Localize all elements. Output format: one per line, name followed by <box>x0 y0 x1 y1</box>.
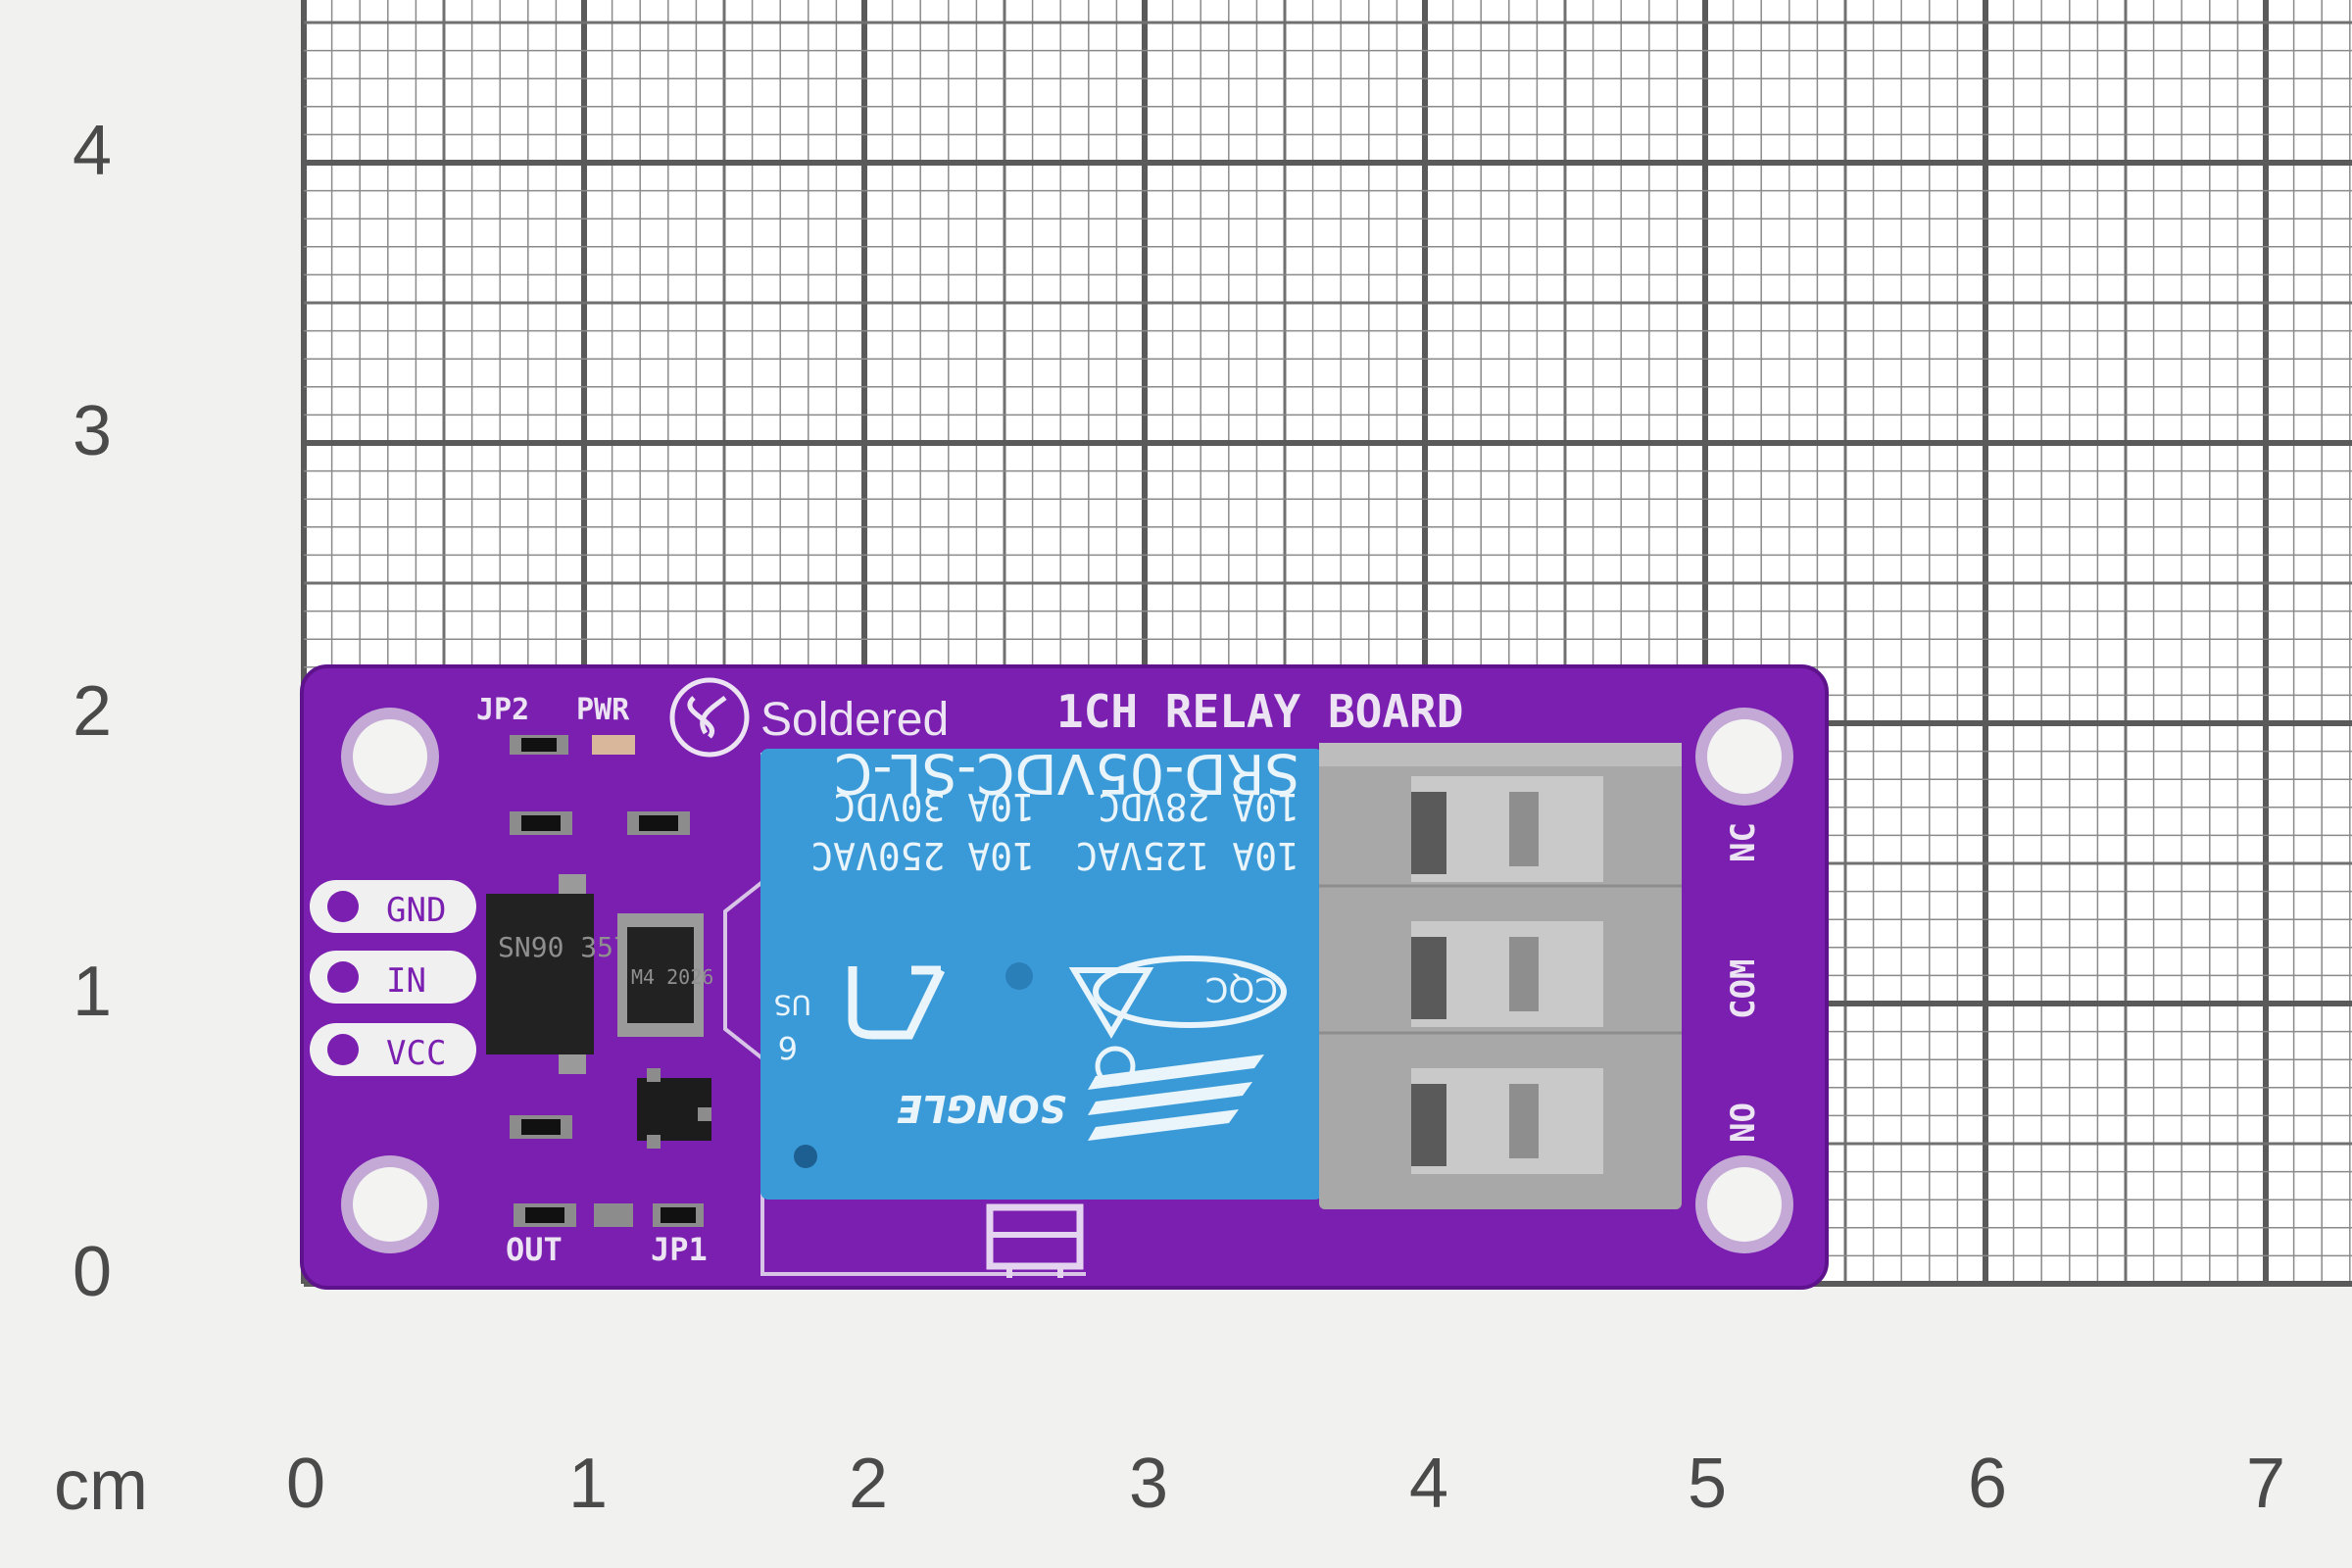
x-label-6: 6 <box>1968 1445 2008 1523</box>
y-label-0: 0 <box>73 1233 113 1311</box>
relay: SRD-05VDC-SL-C 10A 250VAC 10A 125VAC 10A… <box>760 741 1323 1200</box>
jp1-label: JP1 <box>651 1231 708 1268</box>
relay-rating-3: 10A 30VDC <box>833 785 1035 828</box>
diode: M4 2026 <box>617 913 713 1037</box>
relay-mark-6: 6 <box>778 1029 798 1066</box>
pin-label-in: IN <box>386 961 426 1001</box>
terminal-label-com: COM <box>1724 959 1763 1019</box>
brand-text: Soldered <box>760 694 949 746</box>
relay-mark-cqc: CQC <box>1205 969 1278 1008</box>
relay-body <box>760 749 1323 1200</box>
cqc-mark-icon <box>1093 956 1287 1028</box>
relay-mark-us: US <box>774 989 811 1021</box>
relay-dot <box>1005 962 1033 990</box>
x-label-0: 0 <box>286 1445 326 1523</box>
ul-mark-icon <box>848 965 946 1040</box>
relay-dot <box>794 1145 817 1168</box>
y-label-1: 1 <box>73 953 113 1031</box>
x-label-2: 2 <box>849 1445 889 1523</box>
terminal-lever[interactable] <box>1411 776 1603 882</box>
approval-triangle-icon <box>1068 967 1154 1039</box>
y-label-2: 2 <box>73 672 113 751</box>
terminal-block <box>1319 743 1682 1209</box>
board-title: 1CH RELAY BOARD <box>1056 685 1463 738</box>
pwr-label: PWR <box>576 693 630 727</box>
x-label-7: 7 <box>2246 1445 2286 1523</box>
mounting-hole <box>1707 719 1782 794</box>
mounting-hole <box>353 719 427 794</box>
terminal-label-nc: NC <box>1724 822 1763 862</box>
y-label-3: 3 <box>73 392 113 470</box>
relay-maker: SONGLE <box>897 1087 1066 1130</box>
terminal-label-no: NO <box>1724 1102 1763 1143</box>
unit-label: cm <box>54 1446 148 1525</box>
x-label-5: 5 <box>1688 1445 1728 1523</box>
header-pins: GND IN VCC <box>310 880 476 1076</box>
pin-label-vcc: VCC <box>386 1034 446 1073</box>
mounting-holes <box>341 708 1793 1253</box>
optocoupler-chip: SN90 357 <box>486 874 630 1074</box>
soldered-logo-icon <box>669 677 750 758</box>
jp2-label: JP2 <box>476 693 529 727</box>
y-label-4: 4 <box>73 112 113 190</box>
relay-rating-1: 10A 250VAC <box>810 834 1035 877</box>
terminal-lever[interactable] <box>1411 1068 1603 1174</box>
smd-components <box>510 735 711 1227</box>
mounting-hole <box>1707 1167 1782 1242</box>
relay-model: SRD-05VDC-SL-C <box>834 741 1299 805</box>
x-label-4: 4 <box>1409 1445 1449 1523</box>
pin-label-gnd: GND <box>386 891 446 930</box>
songle-logo-icon <box>1088 1046 1264 1141</box>
pcb-edge <box>300 664 1829 1290</box>
diode-marking: M4 2026 <box>631 965 713 989</box>
relay-symbol-icon <box>986 1203 1084 1278</box>
x-label-1: 1 <box>568 1445 609 1523</box>
relay-rating-4: 10A 28VDC <box>1098 785 1299 828</box>
chip-marking: SN90 357 <box>498 931 630 963</box>
terminal-lever[interactable] <box>1411 921 1603 1027</box>
out-label: OUT <box>506 1231 563 1268</box>
mounting-hole <box>353 1167 427 1242</box>
x-label-3: 3 <box>1129 1445 1169 1523</box>
relay-rating-2: 10A 125VAC <box>1075 834 1299 877</box>
